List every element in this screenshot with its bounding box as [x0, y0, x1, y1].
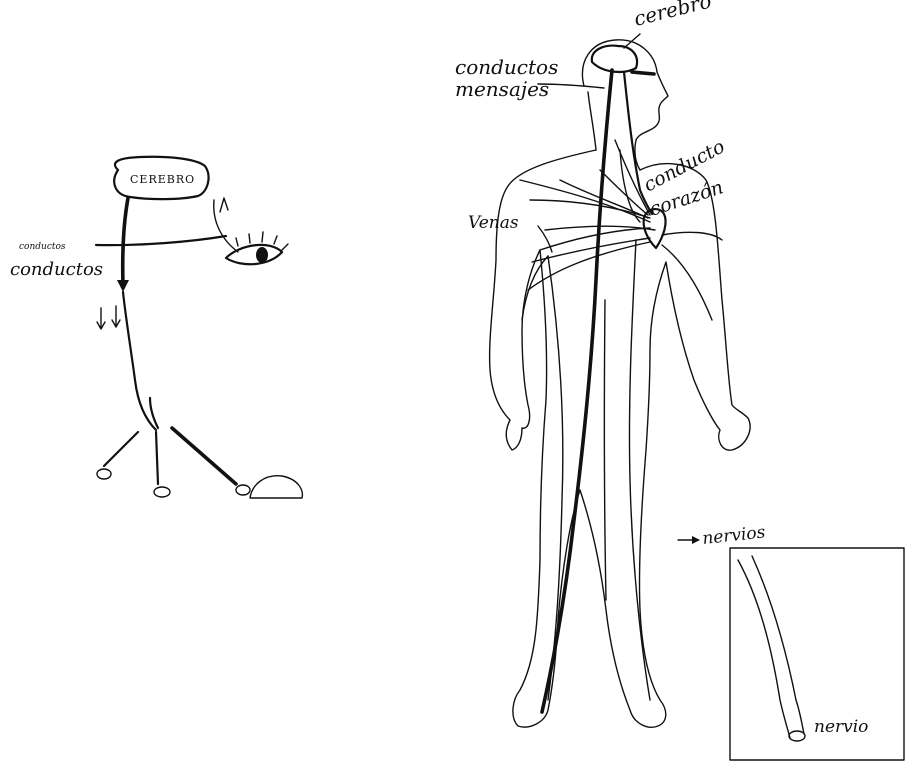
left-small-label: conductos	[19, 242, 66, 252]
left-up-arrow	[214, 200, 238, 252]
nerve-inset: nervio	[730, 548, 904, 760]
left-large-label: conductos	[10, 259, 103, 280]
left-leg-left	[104, 432, 138, 466]
right-main-conduit	[542, 70, 612, 712]
nerve-inset-fiber-end	[789, 731, 805, 741]
left-up-arrowhead-small	[220, 198, 228, 212]
right-veins-network	[520, 140, 722, 700]
left-foot-middle	[154, 487, 170, 497]
right-label-mensajes: mensajes	[455, 77, 549, 101]
left-foot-left	[97, 469, 111, 479]
right-eye-mark	[632, 72, 654, 74]
left-rock-shape	[250, 476, 302, 498]
left-stick-figure: CEREBRO c	[10, 157, 302, 498]
left-leg-right	[172, 428, 236, 484]
right-body-outline	[490, 150, 750, 727]
right-brain-shape	[592, 46, 637, 72]
right-label-conductos: conductos	[455, 55, 558, 79]
left-body-arrowhead	[117, 280, 129, 292]
left-down-arrows	[97, 306, 120, 329]
right-nervios-arrowhead	[692, 536, 700, 544]
right-body-figure: cerebro conductos mensajes conducto cora…	[455, 0, 767, 727]
left-leg-middle	[156, 432, 158, 484]
right-brain-label: cerebro	[631, 0, 713, 31]
left-body-line	[123, 198, 128, 285]
left-eye-icon	[226, 232, 288, 264]
left-conductos-line	[96, 236, 226, 245]
right-label-venas: Venas	[468, 213, 519, 233]
nerve-inset-fiber-inner	[752, 556, 804, 734]
left-brain-label: CEREBRO	[130, 173, 195, 186]
right-neck-back	[588, 92, 596, 150]
right-label-nervios: nervios	[701, 522, 766, 549]
nerve-inset-label: nervio	[814, 717, 868, 737]
left-foot-right	[236, 485, 250, 495]
